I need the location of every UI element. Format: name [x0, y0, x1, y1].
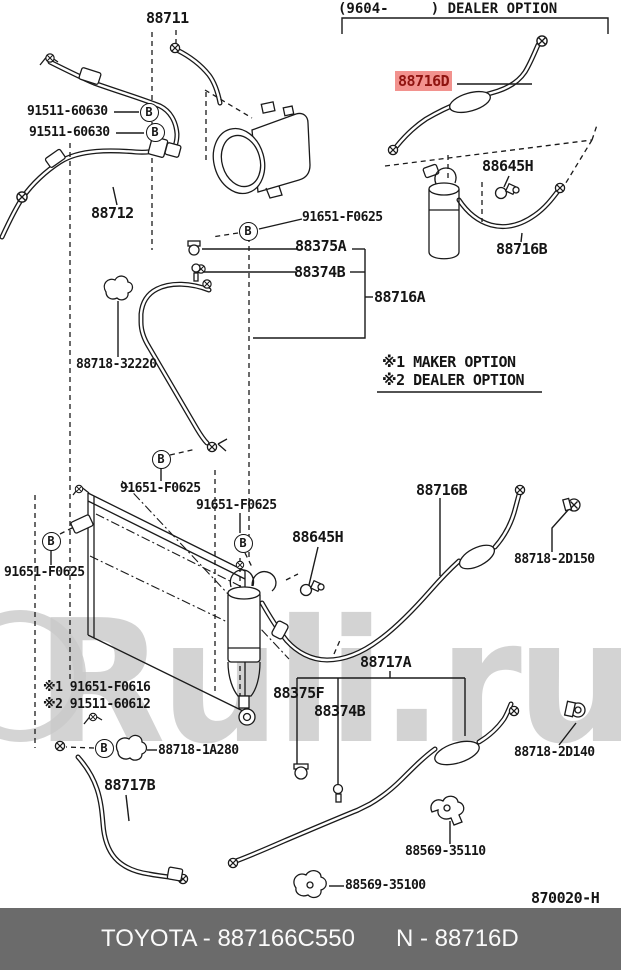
footer-part-reference: N - 88716D: [396, 925, 519, 952]
part-label-870020-H: 870020-H: [531, 889, 600, 907]
receiver-drier-center: [227, 560, 289, 726]
compressor-drawing: [212, 101, 311, 199]
part-label-91511-60630-b: 91511-60630: [29, 125, 110, 140]
part-label-88569-35100: 88569-35100: [345, 878, 426, 893]
part-label-88717B: 88717B: [104, 776, 156, 794]
part-label-88712: 88712: [91, 204, 134, 222]
part-label-88375F: 88375F: [273, 684, 325, 702]
bolt-callout-B-2: B: [145, 122, 165, 142]
clamp-88718-32220: [103, 275, 134, 301]
part-label-88711: 88711: [146, 9, 189, 27]
part-label-88645H-mid: 88645H: [292, 528, 344, 546]
leader-lines: [50, 17, 609, 887]
part-label-91651-F0625-a: 91651-F0625: [302, 210, 383, 225]
pressure-sensor-88645H: [299, 579, 325, 597]
part-label-88716A: 88716A: [374, 288, 426, 306]
suction-pipe-fittings: [196, 264, 228, 453]
part-label-88718-32220: 88718-32220: [76, 357, 157, 372]
bolt-callout-B-4: B: [151, 449, 171, 469]
part-label-88717A: 88717A: [360, 653, 412, 671]
part-label-opt-91651-F0616: ※1 91651-F0616: [43, 680, 151, 695]
part-label-88645H-top: 88645H: [482, 157, 534, 175]
dealer-option-hose-fittings: [387, 35, 548, 156]
pipe-clamps: [54, 734, 465, 899]
part-label-91651-F0625-b: 91651-F0625: [120, 481, 201, 496]
part-label-91651-F0625-d: 91651-F0625: [4, 565, 85, 580]
bolt-callout-B-1: B: [139, 102, 159, 122]
dashed-reference-lines: [34, 30, 598, 749]
lower-pipe-fittings: [227, 700, 586, 869]
liquid-pipe-fittings: [458, 484, 581, 570]
part-label-88374B-low: 88374B: [314, 702, 366, 720]
part-label-88718-2D140: 88718-2D140: [514, 745, 595, 760]
production-note: (9604- ) DEALER OPTION: [338, 1, 558, 17]
part-label-88374B-mid: 88374B: [294, 263, 346, 281]
parts-diagram-line-art: [0, 17, 609, 899]
footer-catalog-code: TOYOTA - 887166C550: [101, 925, 355, 952]
part-label-91511-60630-a: 91511-60630: [27, 104, 108, 119]
part-label-88716B-top: 88716B: [496, 240, 548, 258]
part-label-88718-1A280: 88718-1A280: [158, 743, 239, 758]
bolt-callout-B-5: B: [41, 531, 61, 551]
highlighted-part-number[interactable]: 88716D: [395, 71, 453, 91]
grommets-and-bolts: [187, 240, 344, 803]
label-layer: 88711 91511-60630 91511-60630 88712 88645H 88…: [4, 9, 600, 907]
bolt-callout-B-6: B: [233, 533, 253, 553]
part-label-opt-91511-60612: ※2 91511-60612: [43, 697, 151, 712]
condenser-core-lines: [89, 480, 290, 660]
part-label-88716B-low: 88716B: [416, 481, 468, 499]
part-label-88569-35110: 88569-35110: [405, 844, 486, 859]
part-label-91651-F0625-c: 91651-F0625: [196, 498, 277, 513]
bolt-callout-B-7: B: [94, 738, 114, 758]
discharge-hose-fittings: [16, 42, 182, 203]
receiver-drier-right: [422, 163, 566, 260]
part-label-note-dealer: ※2 DEALER OPTION: [382, 371, 525, 389]
part-label-88375A: 88375A: [295, 237, 347, 255]
bolt-callout-B-3: B: [238, 221, 258, 241]
footer-bar: [0, 908, 621, 970]
part-label-88718-2D150: 88718-2D150: [514, 552, 595, 567]
part-label-note-maker: ※1 MAKER OPTION: [382, 353, 516, 371]
condenser-drawing: [70, 484, 246, 725]
